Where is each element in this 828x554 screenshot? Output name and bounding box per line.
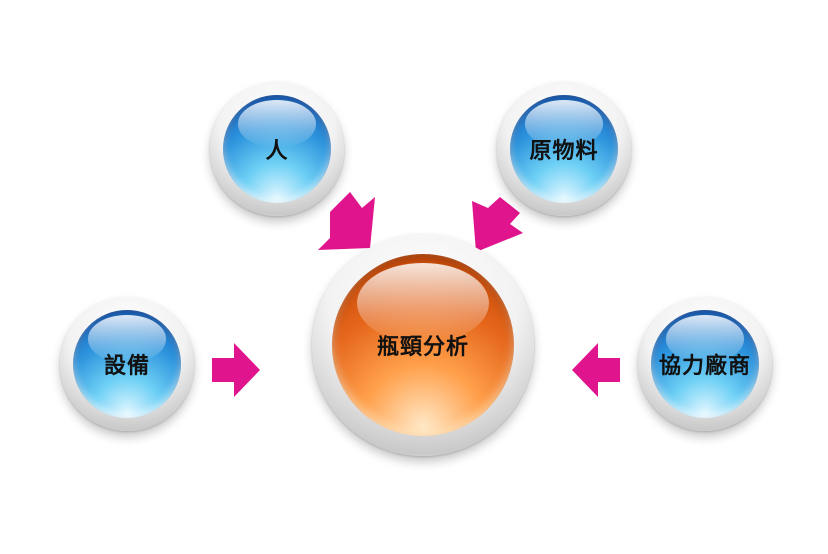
node-yuan: 原物料 (497, 82, 631, 216)
node-she-label: 設備 (103, 354, 150, 379)
node-ren: 人 (210, 82, 344, 216)
node-she: 設備 (60, 297, 194, 431)
arrow-yuan-to-center (472, 197, 523, 252)
node-xie-ball: 協力廠商 (651, 310, 759, 418)
arrow-she-to-center (212, 343, 260, 397)
node-xie-label: 協力廠商 (658, 354, 751, 379)
arrow-ren-to-center (318, 192, 375, 250)
node-center: 瓶頸分析 (312, 234, 534, 456)
node-she-ball: 設備 (73, 310, 181, 418)
node-center-ball: 瓶頸分析 (332, 254, 514, 436)
node-ren-ball: 人 (223, 95, 331, 203)
node-center-label: 瓶頸分析 (376, 335, 469, 360)
arrow-xie-to-center (572, 343, 620, 397)
node-ren-label: 人 (265, 139, 289, 164)
node-yuan-label: 原物料 (529, 139, 599, 164)
node-yuan-ball: 原物料 (510, 95, 618, 203)
node-xie: 協力廠商 (638, 297, 772, 431)
